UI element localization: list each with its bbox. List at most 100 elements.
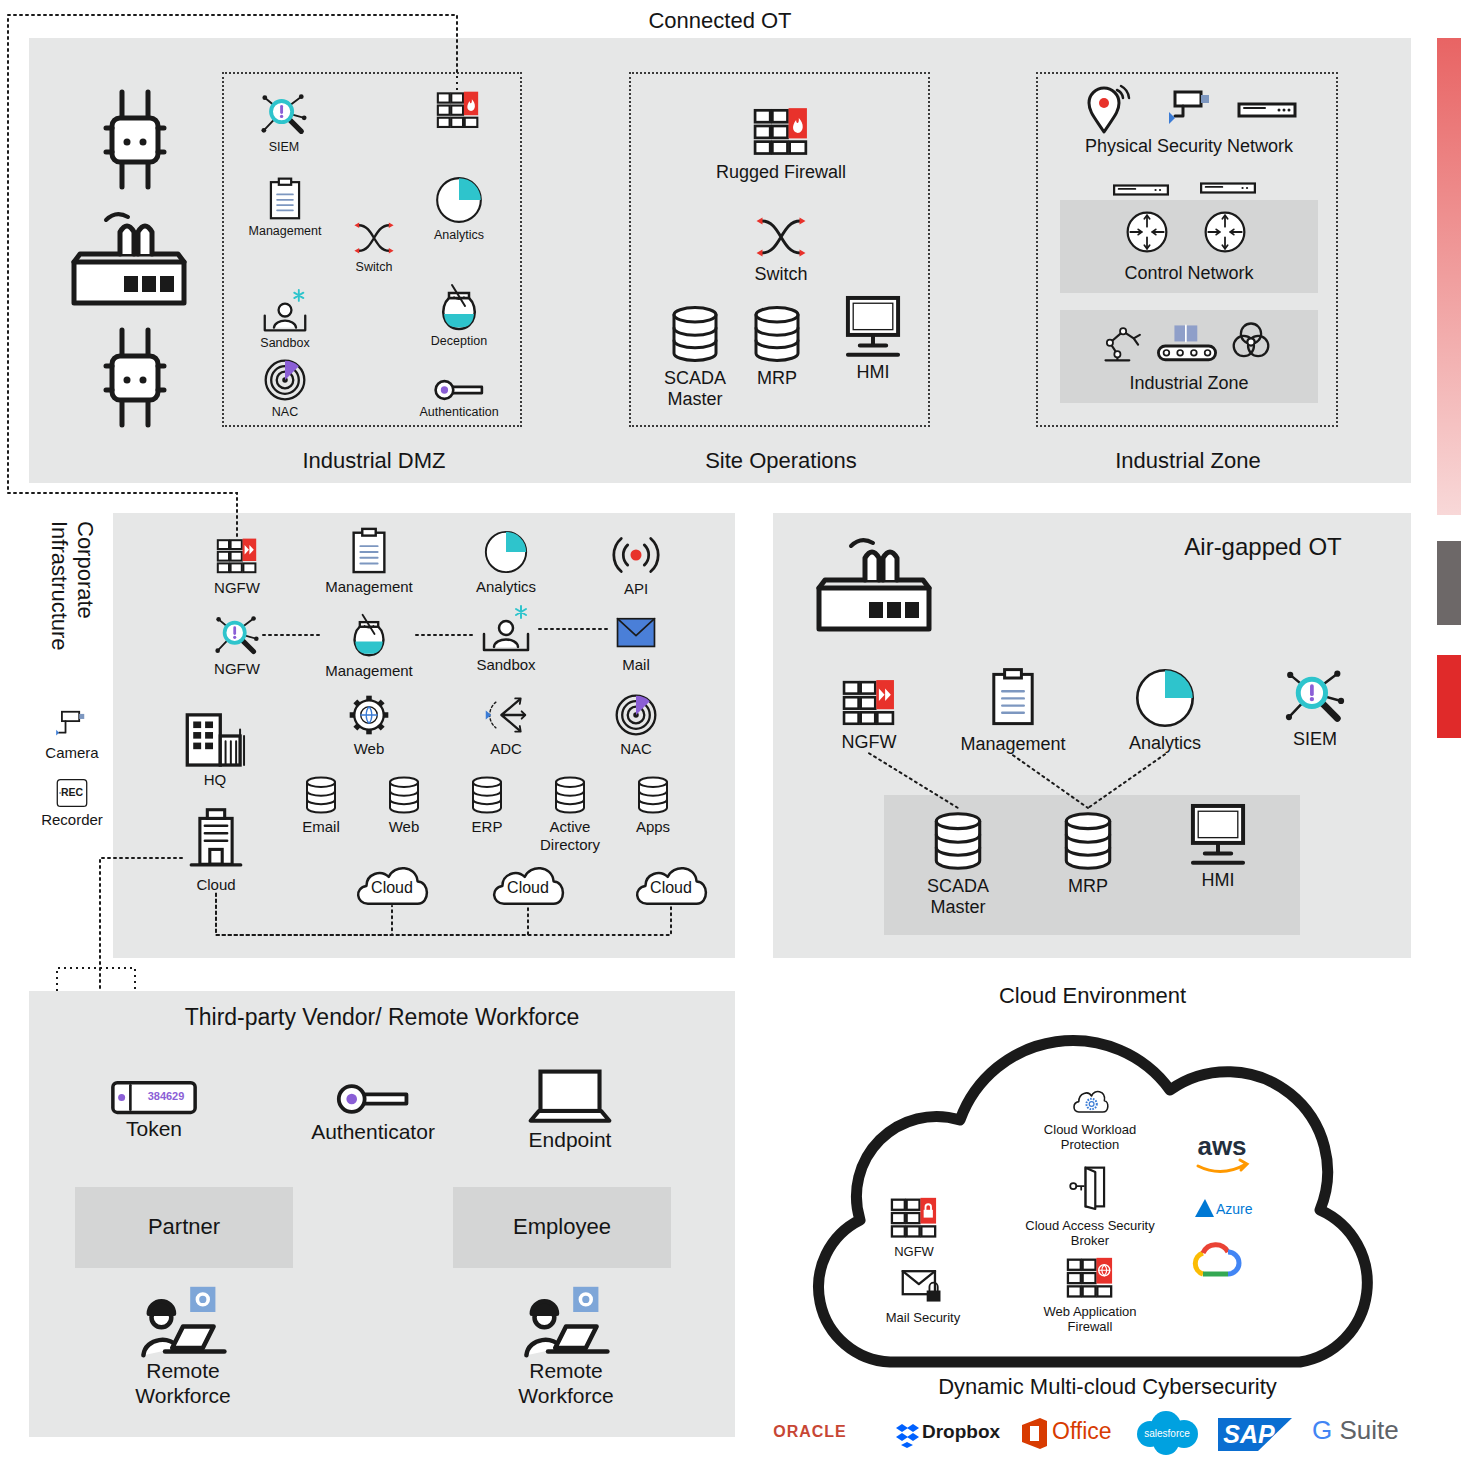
tower-icon-part — [207, 810, 224, 819]
sandbox-icon-part — [484, 634, 528, 650]
mail-icon-part — [618, 619, 655, 647]
vendor-logo-text: G Suite — [1312, 1416, 1412, 1446]
siem-icon-part — [1310, 697, 1314, 701]
siem-icon-part — [299, 94, 304, 99]
icon-label: Email — [302, 818, 340, 836]
dotted-connector — [539, 628, 609, 630]
web-icon — [350, 696, 389, 735]
db-icon-part — [639, 782, 667, 804]
icon-node: ERP — [464, 774, 510, 836]
fw-symbol — [438, 92, 478, 127]
pie-icon-part — [506, 532, 526, 552]
dotted-connector — [416, 634, 473, 636]
icon — [1185, 802, 1251, 868]
fw-icon-part — [755, 126, 770, 138]
hq-icon-part — [193, 743, 201, 750]
hmi-icon-part — [848, 335, 898, 355]
illustration-part — [1170, 1420, 1198, 1448]
dropbox-mark — [896, 1424, 919, 1448]
robot-icon — [1106, 328, 1140, 360]
icon-node: Rugged Firewall — [713, 106, 850, 183]
ngfw-icon-part — [844, 697, 859, 708]
icon — [346, 610, 392, 660]
worker-icon-part — [197, 1294, 208, 1305]
lockfw-icon-part — [907, 1226, 920, 1236]
fw-icon-part — [790, 142, 806, 154]
dotted-connector — [216, 894, 392, 935]
casb-icon — [1070, 1168, 1104, 1209]
physec-icon-part — [1201, 95, 1209, 103]
tower-icon-part — [191, 863, 241, 866]
icon — [633, 774, 673, 816]
icon — [983, 660, 1043, 732]
camera-icon-part — [56, 730, 59, 736]
icon-label: Management — [325, 578, 413, 596]
worker-icon-part — [165, 1349, 224, 1354]
key-icon — [436, 381, 482, 399]
bar-icon-part — [1241, 187, 1243, 189]
icon — [335, 1080, 411, 1118]
icon-label: HMI — [857, 362, 890, 383]
clip-icon-part — [271, 182, 299, 218]
icon-node: Cloud Access Security Broker — [1012, 1158, 1168, 1249]
db-icon-part — [1066, 814, 1109, 869]
cloud-outline: Cloud EnvironmentDynamic Multi-cloud Cyb… — [800, 980, 1385, 1405]
icon-node: Remote Workforce — [110, 1285, 256, 1409]
switch-icon-part — [354, 222, 393, 253]
section-heading: Dynamic Multi-cloud Cybersecurity — [815, 1374, 1400, 1400]
icon — [1132, 665, 1198, 731]
icon — [605, 532, 667, 578]
icon — [613, 692, 659, 738]
conveyor-icon-part — [1177, 350, 1183, 356]
vendor-logo-text: Office — [1052, 1418, 1122, 1444]
section-panel: Third-party Vendor/ Remote WorkforceToke… — [29, 991, 735, 1437]
lockfw-icon-part — [907, 1200, 920, 1210]
api-icon — [614, 538, 658, 571]
icon — [483, 692, 529, 738]
hq-icon-part — [193, 721, 201, 728]
fw-icon-part — [755, 142, 770, 154]
cloud-node: Cloud — [631, 860, 711, 906]
icon-label: Web — [389, 818, 420, 836]
dotted-connector — [869, 753, 958, 808]
icon-label: MRP — [757, 368, 797, 389]
siem-icon-part — [242, 640, 254, 652]
icon — [52, 706, 92, 742]
icon-node: HMI — [837, 294, 909, 383]
fw-icon — [755, 108, 807, 153]
waf-icon-part — [1083, 1286, 1096, 1296]
icon-node: Endpoint — [526, 1068, 615, 1153]
pie-icon-part — [1165, 670, 1193, 698]
clip-icon-part — [277, 194, 293, 210]
cwp-icon-part — [1074, 1092, 1108, 1112]
dotted-connector — [1088, 754, 1165, 808]
hq-icon-part — [220, 736, 240, 765]
camera-icon — [56, 712, 84, 736]
hmi-icon — [1193, 806, 1243, 863]
key-icon-part — [441, 386, 448, 393]
ngfw-icon-part — [879, 688, 891, 700]
conveyor-icon-part — [1205, 350, 1211, 356]
icon-node: Web — [381, 774, 427, 836]
icon-label: Remote Workforce — [113, 1359, 253, 1409]
icon-label: SCADA Master — [908, 876, 1008, 918]
mailsec-icon — [903, 1271, 941, 1301]
nac-icon-part — [617, 696, 656, 735]
sandbox-icon — [265, 290, 305, 330]
group-box: Partner — [75, 1187, 293, 1268]
ngfw-icon-part — [861, 682, 876, 693]
icon — [1068, 1158, 1112, 1216]
fw-icon-part — [772, 142, 787, 154]
tower-icon — [191, 810, 241, 865]
siem-icon-part — [1287, 672, 1293, 678]
ngfw-icon-part — [243, 563, 255, 572]
siem-icon-part — [1286, 714, 1292, 720]
worker-icon-part — [149, 1301, 174, 1314]
icon-label: Remote Workforce — [496, 1359, 636, 1409]
cloud-label: Cloud — [631, 860, 711, 898]
icon — [1079, 86, 1299, 134]
icon-label: NAC — [620, 740, 652, 758]
bio-icon-part — [1234, 336, 1254, 356]
lockfw-icon-part — [907, 1213, 920, 1223]
